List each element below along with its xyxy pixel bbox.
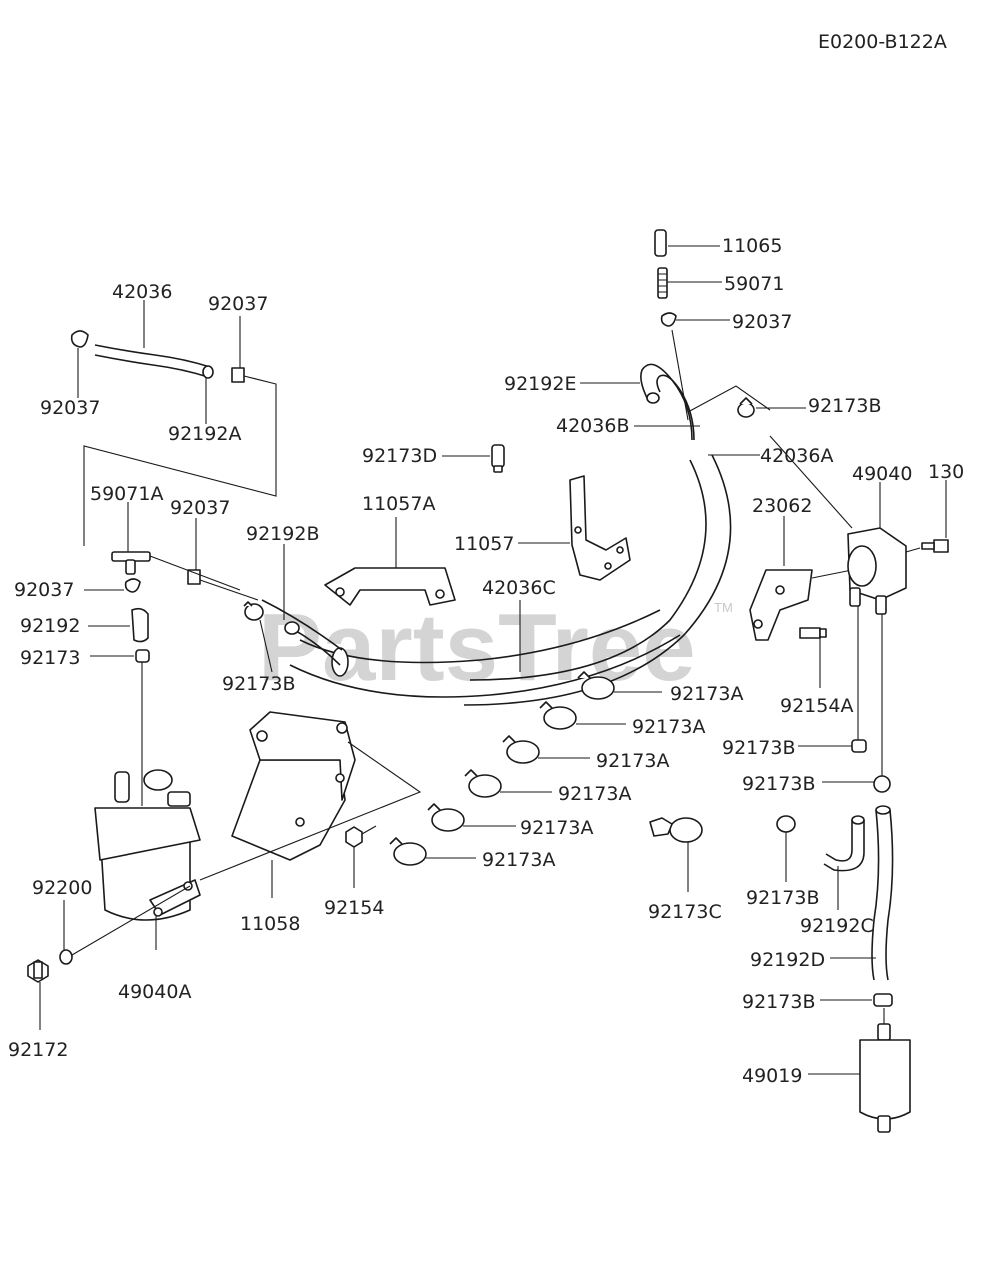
label-92037-b: 92037 [208,293,268,315]
part-11057A-bracket[interactable] [324,567,456,606]
label-42036B: 42036B [556,415,629,437]
part-92173C-clamp[interactable] [649,817,703,843]
label-92192C: 92192C [800,915,874,937]
part-92173B-clamp-r4[interactable] [873,993,893,1007]
label-92173A-2: 92173A [632,716,705,738]
part-92154-bolt[interactable] [345,826,363,848]
part-92173B-clamp-left[interactable] [243,601,264,621]
part-92154A-bolt[interactable] [799,627,827,639]
part-92173B-clamp-r3[interactable] [776,815,796,833]
label-92200: 92200 [32,877,92,899]
part-92173A-clamp-6[interactable] [389,837,427,866]
part-92173A-clamp-2[interactable] [539,701,577,730]
part-11058-cover[interactable] [231,711,356,861]
label-92192B: 92192B [246,523,319,545]
part-11065-sleeve[interactable] [654,229,667,257]
label-42036A: 42036A [760,445,833,467]
part-92037-clip-a[interactable] [70,330,89,348]
watermark-trademark: TM [714,600,733,615]
part-92192E-hose[interactable] [640,363,695,441]
label-92154A: 92154A [780,695,853,717]
label-59071: 59071 [724,273,784,295]
label-11057: 11057 [454,533,514,555]
part-92037-clip-b[interactable] [231,367,245,383]
label-92192: 92192 [20,615,80,637]
label-92173A-4: 92173A [558,783,631,805]
part-92192B-hose[interactable] [261,599,343,666]
part-92172-bolt[interactable] [27,959,49,983]
label-92173A-6: 92173A [482,849,555,871]
part-49019-inline-filter[interactable] [859,1023,911,1133]
label-42036C: 42036C [482,577,556,599]
part-92173A-clamp-3[interactable] [502,735,540,764]
label-92173A-3: 92173A [596,750,669,772]
label-92173A-1: 92173A [670,683,743,705]
part-92173A-clamp-1[interactable] [577,671,615,700]
label-130: 130 [928,461,964,483]
label-92173B-r3: 92173B [746,887,819,909]
label-92173B-r1: 92173B [722,737,795,759]
label-92037-c: 92037 [170,497,230,519]
part-130-bolt[interactable] [921,539,949,553]
label-49040A: 49040A [118,981,191,1003]
label-11057A: 11057A [362,493,435,515]
label-92173B-top: 92173B [808,395,881,417]
part-92173B-clamp-top[interactable] [737,397,755,418]
part-92173-clamp[interactable] [135,649,150,663]
label-11065: 11065 [722,235,782,257]
label-92154: 92154 [324,897,384,919]
label-49019: 49019 [742,1065,802,1087]
part-92200-washer[interactable] [59,949,73,965]
label-49040: 49040 [852,463,912,485]
part-59071A-fitting[interactable] [111,551,151,575]
label-92173B-left: 92173B [222,673,295,695]
label-92173C: 92173C [648,901,722,923]
label-92173A-5: 92173A [520,817,593,839]
label-92192D: 92192D [750,949,825,971]
label-92173: 92173 [20,647,80,669]
part-23062-bracket[interactable] [749,569,813,641]
diagram-code: E0200-B122A [818,31,947,53]
part-92173D-nipple[interactable] [491,444,505,473]
label-42036: 42036 [112,281,172,303]
label-92172: 92172 [8,1039,68,1061]
part-92173B-clamp-r2[interactable] [873,775,891,793]
label-23062: 23062 [752,495,812,517]
part-92173A-clamp-5[interactable] [427,803,465,832]
label-92037-top: 92037 [732,311,792,333]
part-49040-fuel-pump[interactable] [847,527,907,615]
part-59071-fitting[interactable] [657,267,668,299]
label-92192E: 92192E [504,373,576,395]
part-42036-hose[interactable] [94,344,214,379]
label-92037-d: 92037 [14,579,74,601]
part-92173A-clamp-4[interactable] [464,769,502,798]
part-92192D-hose[interactable] [871,805,894,981]
part-42036C-hose[interactable] [289,609,681,698]
label-92173D: 92173D [362,445,437,467]
part-92192-hose[interactable] [131,607,149,643]
watermark: PartsTree [258,594,696,701]
label-92173B-r4: 92173B [742,991,815,1013]
part-11057-bracket[interactable] [569,475,631,581]
part-49040A-filter-assembly[interactable] [94,769,201,921]
part-92037-clip-d[interactable] [124,578,141,593]
label-92173B-r2: 92173B [742,773,815,795]
label-11058: 11058 [240,913,300,935]
part-92173B-clamp-r1[interactable] [851,739,867,753]
label-92037-a: 92037 [40,397,100,419]
label-59071A: 59071A [90,483,163,505]
part-92037-clip-top[interactable] [660,312,677,327]
part-92192C-hose[interactable] [823,815,865,872]
part-42036A-hose[interactable] [463,454,732,706]
label-92192A: 92192A [168,423,241,445]
